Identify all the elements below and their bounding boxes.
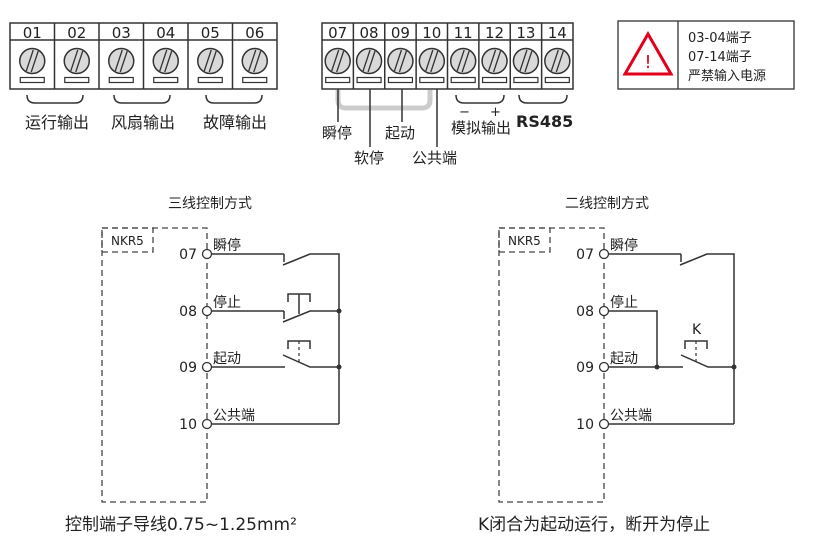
label-fan-output: 风扇输出 [111, 113, 175, 132]
terminal-number: 14 [548, 24, 567, 42]
three-wire-diagram: 三线控制方式 NKR5 07 瞬停 08 停止 09 起动 10 公共端 控制端子导线0.75… [65, 196, 342, 535]
terminal-number: 09 [576, 360, 594, 376]
screw-icon [481, 47, 508, 75]
screw-icon [387, 47, 414, 75]
device-name: NKR5 [111, 234, 144, 248]
three-wire-title: 三线控制方式 [168, 196, 252, 212]
terminal-block-2-labels: 瞬停 软停 起动 公共端 − + 模拟输出 RS485 [322, 89, 573, 167]
terminal-label: 停止 [213, 294, 241, 311]
two-wire-caption: K闭合为起动运行，断开为停止 [478, 515, 710, 535]
terminal-marker [242, 76, 268, 84]
screw-icon [241, 47, 268, 75]
terminal-marker [19, 76, 45, 84]
terminal-label: 起动 [610, 351, 638, 367]
terminal-marker [419, 76, 445, 84]
terminal-number: 13 [516, 24, 535, 42]
terminal-circle [201, 248, 213, 260]
terminal-number: 10 [576, 417, 594, 433]
terminal-marker [481, 76, 508, 84]
screw-icon [152, 47, 179, 75]
terminal-circle [598, 305, 610, 317]
warning-line-3: 严禁输入电源 [688, 68, 766, 84]
label-run-output: 运行输出 [25, 113, 89, 132]
label-09: 起动 [385, 124, 415, 142]
terminal-circle [201, 361, 213, 373]
screw-icon [324, 47, 351, 75]
terminal-marker [64, 76, 90, 84]
terminal-number: 07 [576, 247, 594, 263]
terminal-marker [356, 76, 382, 84]
terminal-marker [544, 76, 570, 84]
screw-icon [19, 47, 46, 75]
terminal-number: 11 [454, 24, 473, 42]
terminal-circle [598, 248, 610, 260]
label-fault-output: 故障输出 [203, 113, 267, 132]
terminal-label: 瞬停 [213, 237, 241, 254]
terminal-marker [197, 76, 223, 84]
three-wire-caption: 控制端子导线0.75~1.25mm² [65, 515, 297, 535]
terminal-label: 起动 [213, 351, 241, 367]
two-wire-title: 二线控制方式 [565, 196, 649, 212]
terminal-marker [450, 76, 476, 84]
terminal-marker [513, 76, 539, 84]
terminal-number: 09 [391, 24, 410, 42]
terminal-block-1: 01 02 03 04 05 06 [9, 22, 278, 90]
terminal-circle [201, 305, 213, 317]
terminal-marker [108, 76, 134, 84]
switch-k-label: K [692, 322, 702, 338]
terminal-circle [201, 418, 213, 430]
screw-icon [512, 47, 540, 75]
screw-icon [418, 47, 446, 75]
two-wire-diagram: 二线控制方式 NKR5 07 瞬停 08 停止 09 起动 10 公共端 K K闭合为起动运行… [478, 196, 737, 535]
screw-icon [108, 47, 135, 75]
terminal-number: 07 [328, 24, 347, 42]
screw-icon [63, 47, 90, 75]
terminal-circle [598, 361, 610, 373]
terminal-number: 01 [23, 24, 42, 42]
label-08: 软停 [354, 149, 384, 167]
svg-text:!: ! [644, 52, 651, 73]
label-rs485: RS485 [516, 112, 573, 131]
terminal-marker [325, 76, 351, 84]
label-analog-output: 模拟输出 [451, 119, 511, 137]
terminal-block-2: 07 08 09 10 11 12 13 14 [321, 22, 574, 90]
terminal-number: 08 [360, 24, 379, 42]
terminal-number: 02 [67, 24, 86, 42]
terminal-number: 09 [179, 360, 197, 376]
screw-icon [449, 47, 477, 75]
screw-icon [197, 47, 224, 75]
terminal-number: 10 [422, 24, 441, 42]
terminal-marker [387, 76, 414, 84]
plus-sign: + [490, 105, 501, 120]
terminal-label: 公共端 [610, 408, 652, 424]
label-10: 公共端 [412, 149, 457, 167]
terminal-number: 08 [576, 304, 594, 320]
device-name: NKR5 [508, 234, 541, 248]
group-labels-1: 运行输出 风扇输出 故障输出 [25, 94, 267, 132]
screw-icon [355, 47, 383, 75]
terminal-label: 公共端 [213, 408, 255, 424]
terminal-number: 12 [485, 24, 504, 42]
warning-line-1: 03-04端子 [688, 31, 752, 46]
label-07: 瞬停 [322, 124, 352, 142]
minus-sign: − [459, 105, 470, 120]
screw-icon [544, 47, 571, 75]
terminal-number: 07 [179, 247, 197, 263]
terminal-number: 10 [179, 417, 197, 433]
terminal-number: 04 [156, 24, 175, 42]
terminal-marker [153, 76, 179, 84]
terminal-number: 03 [112, 24, 131, 42]
terminal-label: 停止 [610, 294, 638, 311]
terminal-circle [598, 418, 610, 430]
terminal-label: 瞬停 [610, 237, 638, 254]
warning-icon: ! [622, 30, 674, 76]
terminal-number: 06 [245, 24, 264, 42]
common-connection-bridge [335, 90, 433, 111]
terminal-number: 05 [201, 24, 220, 42]
terminal-number: 08 [179, 304, 197, 320]
warning-box: ! 03-04端子 07-14端子 严禁输入电源 [617, 20, 795, 90]
warning-line-2: 07-14端子 [688, 50, 752, 65]
